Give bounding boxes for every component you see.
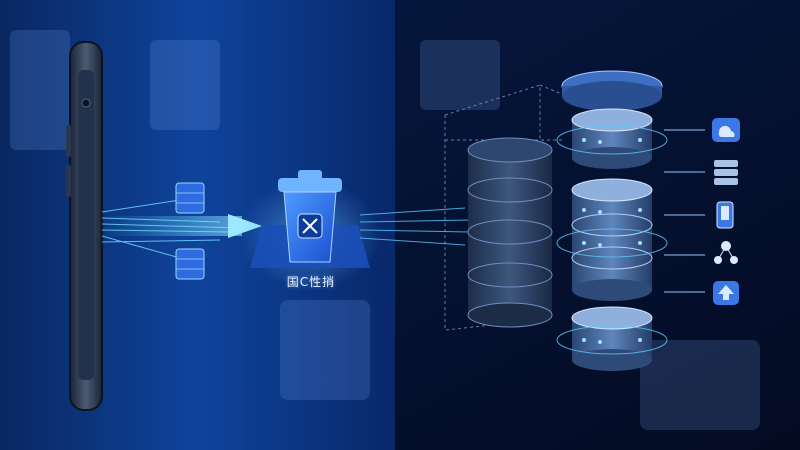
cloud-upload-lock-icon [713, 281, 739, 305]
flow-lines-right [359, 207, 471, 246]
phone-sync-icon [716, 201, 734, 229]
server-stack-icon [714, 160, 738, 185]
mini-server-icon [175, 248, 205, 280]
cloud-sync-icon [712, 118, 740, 142]
connector-lines [664, 129, 705, 293]
mini-server-icon [175, 182, 205, 214]
recycle-bin-icon [240, 170, 380, 290]
server-stack-front [556, 70, 668, 371]
smartphone [66, 41, 103, 411]
network-nodes-icon [714, 241, 738, 264]
recycle-bin-label: 国C性捎 [286, 275, 336, 289]
server-stack-back [467, 137, 553, 328]
